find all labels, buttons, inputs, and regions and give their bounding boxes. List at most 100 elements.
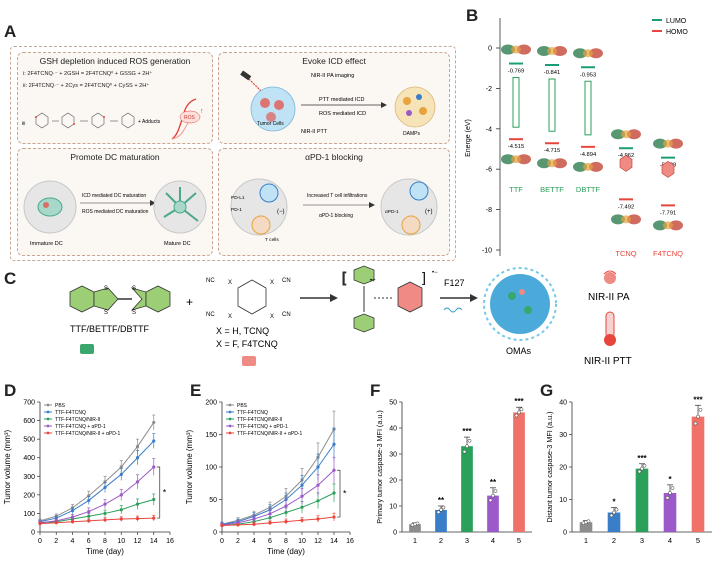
donor-structure: S S S S (69, 285, 171, 316)
svg-text:CN: CN (282, 312, 291, 318)
panel-a-frame (10, 46, 456, 261)
data-point (135, 502, 140, 506)
legend-marker (46, 417, 50, 421)
data-point (152, 516, 156, 520)
dc-maturation-illustration: Immature DC ICD mediated DC maturation R… (23, 180, 207, 247)
energy-tick-label: -10 (482, 248, 492, 255)
molecule-label-f4tcnq: F4TCNQ (653, 249, 683, 258)
replicate-point (614, 507, 619, 512)
data-point (70, 520, 75, 524)
x-axis-label: Time (day) (267, 547, 305, 556)
series-line-0 (39, 422, 155, 522)
svg-text:S: S (132, 310, 136, 316)
svg-text:]: ] (422, 269, 426, 285)
y-tick-label: 700 (23, 400, 35, 407)
replicate-point (465, 444, 469, 449)
y-tick-label: 20 (559, 465, 567, 472)
data-point (152, 497, 156, 502)
x-tick-label: 12 (314, 538, 322, 545)
box-gsh-depletion: GSH depletion induced ROS generation i: … (17, 52, 213, 144)
category-label: 4 (491, 536, 495, 545)
adducts-label: + Adducts (138, 119, 161, 125)
lumo-value-dbttf: -0.953 (580, 72, 596, 78)
svg-text:S: S (104, 310, 108, 316)
x-tick-label: 6 (268, 538, 272, 545)
significance-bracket (156, 466, 161, 519)
energy-tick-label: -8 (486, 207, 492, 214)
bar (487, 495, 499, 532)
bar (409, 524, 421, 532)
y-axis-label: Tumor volume (mm³) (3, 429, 12, 504)
y-tick-label: 500 (23, 437, 35, 444)
bar (579, 522, 593, 532)
y-tick-label: 0 (563, 530, 567, 537)
nir-ptt-label: NIR-II PTT (301, 129, 328, 135)
box-gsh-title: GSH depletion induced ROS generation (39, 56, 191, 66)
category-label: 1 (584, 536, 588, 545)
data-point (119, 472, 123, 477)
x-tick-label: 0 (38, 538, 42, 545)
homo-orbital-bettf (537, 158, 567, 169)
series-line-2 (39, 499, 154, 524)
ros-dc-label: ROS mediated DC maturation (82, 209, 149, 215)
bar (691, 416, 705, 532)
pa-signal-icon (604, 272, 616, 284)
ros-label: ROS (184, 115, 196, 121)
data-point (332, 515, 336, 519)
data-point (103, 518, 107, 522)
ros-icd-label: ROS mediated ICD (319, 111, 366, 117)
apd1-small-label: αPD-1 (385, 209, 399, 215)
y-tick-label: 10 (389, 504, 397, 511)
data-point (103, 485, 107, 490)
panel-c-scheme: S S S S TTF/BETTF/DBTTF + X X X X NC NC … (69, 265, 478, 366)
y-tick-label: 50 (209, 497, 217, 504)
significance-stars: *** (462, 427, 472, 436)
energy-tick-label: -2 (486, 86, 492, 93)
legend-marker (46, 403, 50, 407)
immature-dc-label: Immature DC (30, 241, 63, 247)
y-tick-label: 400 (23, 455, 35, 462)
replicate-point (415, 521, 420, 526)
panel-letter-a: A (4, 22, 17, 41)
legend-marker (228, 410, 232, 414)
box-dc-title: Promote DC maturation (70, 152, 160, 162)
svg-text:•−: •− (432, 270, 438, 276)
mature-dc-label: Mature DC (164, 241, 191, 247)
series-line-4 (221, 516, 335, 526)
lumo-orbital-tcnq (611, 129, 641, 140)
acceptor-x-h-label: X = H, TCNQ (216, 326, 269, 336)
x-tick-label: 8 (103, 538, 107, 545)
significance-stars: *** (514, 397, 524, 406)
data-point (119, 493, 123, 497)
nir-ptt-label: NIR-II PTT (584, 356, 632, 367)
replicate-point (441, 505, 446, 510)
bar (607, 512, 621, 532)
homo-value-f4tcnq: -7.791 (660, 210, 676, 216)
omas-label: OMAs (506, 346, 532, 356)
replicate-point (670, 486, 675, 490)
y-tick-label: 200 (205, 400, 217, 407)
legend-marker (46, 431, 50, 435)
homo-orbital-ttf (501, 154, 531, 165)
molecule-sketch-dbttf (584, 80, 592, 136)
y-tick-label: 50 (389, 400, 397, 407)
data-point (103, 511, 107, 516)
box-evoke-icd: Evoke ICD effect Tumor Cells NIR-II PA i… (218, 52, 450, 144)
homo-orbital-f4tcnq (653, 220, 683, 231)
legend-label: PBS (55, 403, 66, 409)
data-point (316, 483, 320, 487)
data-point (284, 504, 288, 508)
category-label: 5 (696, 536, 700, 545)
lumo-orbital-bettf (537, 45, 567, 56)
plus-sign: (+) (425, 209, 433, 215)
legend-marker (228, 424, 232, 428)
homo-value-dbttf: -4.894 (580, 152, 597, 158)
y-tick-label: 0 (393, 530, 397, 537)
x-tick-label: 14 (330, 538, 338, 545)
plus-symbol: + (186, 295, 193, 309)
replicate-point (642, 463, 647, 468)
series-line-3 (221, 469, 335, 526)
replicate-point (491, 493, 495, 498)
